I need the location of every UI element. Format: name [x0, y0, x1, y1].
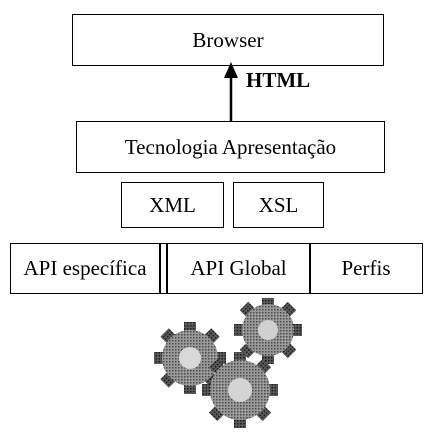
xml-label: XML	[149, 192, 196, 217]
browser-label: Browser	[192, 27, 264, 52]
html-arrow-label: HTML	[246, 68, 311, 92]
api-divider-3	[309, 244, 311, 293]
xsl-box: XSL	[233, 182, 324, 228]
browser-box: Browser	[72, 14, 384, 66]
api-global-cell: API Global	[168, 244, 309, 293]
api-specific-cell: API específica	[11, 244, 159, 293]
api-row: API específica API Global Perfis	[10, 243, 423, 294]
xsl-label: XSL	[258, 192, 299, 217]
profiles-cell: Perfis	[311, 244, 421, 293]
presentation-label: Tecnologia Apresentação	[124, 134, 337, 159]
api-divider-2	[166, 244, 168, 293]
up-arrow-icon	[224, 62, 238, 126]
api-global-label: API Global	[190, 256, 287, 280]
api-specific-label: API específica	[23, 256, 147, 280]
gears-icon	[154, 298, 302, 428]
profiles-label: Perfis	[341, 256, 391, 280]
presentation-technology-box: Tecnologia Apresentação	[76, 121, 385, 173]
api-divider-1	[159, 244, 161, 293]
xml-box: XML	[121, 182, 224, 228]
